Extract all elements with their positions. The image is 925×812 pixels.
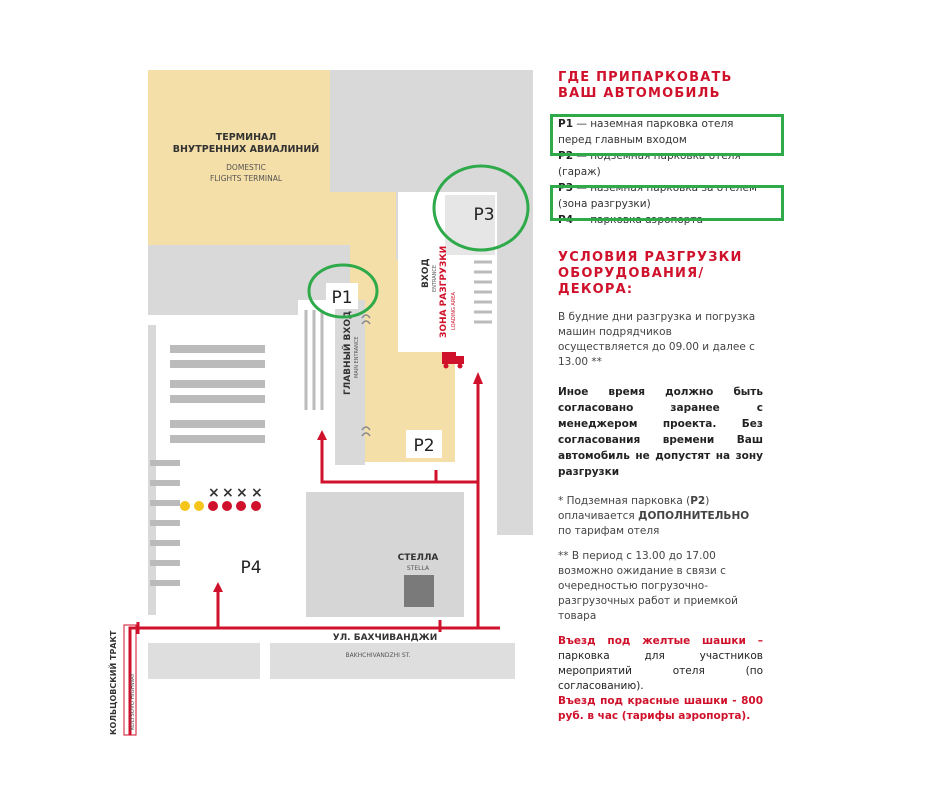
left-white-area xyxy=(148,325,298,615)
p3-stalls xyxy=(474,260,492,324)
stella-label-ru: СТЕЛЛА xyxy=(398,553,439,563)
stella-building xyxy=(306,492,464,617)
yellow-check xyxy=(180,501,190,511)
p1-highlight-circle xyxy=(307,263,379,319)
p4-marker-box xyxy=(234,552,268,578)
hotel-road xyxy=(335,300,365,465)
street-label-en: BAKHCHIVANDZHI ST. xyxy=(345,652,410,659)
unloading-hours: В будние дни разгрузка и погрузка машин … xyxy=(558,311,756,368)
main-entrance-label-en: MAIN ENTRANCE xyxy=(354,336,360,378)
car-route xyxy=(128,380,500,735)
truck-icon xyxy=(442,352,464,369)
highway-label-ru: КОЛЬЦОВСКИЙ ТРАКТ xyxy=(107,630,118,735)
entrance-icons xyxy=(361,314,371,437)
p1-marker: P1 xyxy=(331,288,352,308)
highway-label-en: KOLTSOVO HIGHWAY xyxy=(130,673,136,730)
entrance-label-en: ENTRANCE xyxy=(432,265,438,292)
p3-legend-highlight xyxy=(550,185,784,221)
yellow-check xyxy=(194,501,204,511)
red-checks-note: Въезд под красные шашки - 800 руб. в час… xyxy=(558,695,763,722)
red-check xyxy=(251,501,261,511)
p1-marker-box xyxy=(326,283,358,309)
terminal-building xyxy=(148,70,396,245)
p4-marker: P4 xyxy=(240,558,261,578)
x-mark: × xyxy=(208,485,220,501)
footnote-waiting: ** В период с 13.00 до 17.00 возможно ож… xyxy=(558,550,738,622)
p3-lot-inner xyxy=(445,195,495,255)
terminal-edge xyxy=(148,245,298,315)
p1-stalls xyxy=(304,310,324,410)
approval-note: Иное время должно быть согласовано заран… xyxy=(558,386,763,478)
right-strip xyxy=(497,70,533,535)
route-arrows xyxy=(213,372,483,592)
street-curb-right xyxy=(270,643,515,679)
red-check xyxy=(208,501,218,511)
red-check xyxy=(222,501,232,511)
red-check xyxy=(236,501,246,511)
terminal-label-en-1: DOMESTIC xyxy=(226,163,266,172)
p2-marker: P2 xyxy=(413,436,434,456)
x-mark: × xyxy=(251,485,263,501)
p1-legend-highlight xyxy=(550,114,784,156)
x-marks: × × × × xyxy=(208,485,263,501)
left-strip xyxy=(148,325,156,615)
street-label-ru: УЛ. БАХЧИВАНДЖИ xyxy=(333,633,437,643)
x-mark: × xyxy=(236,485,248,501)
terminal-label-ru-1: ТЕРМИНАЛ xyxy=(216,132,277,143)
p3-marker: P3 xyxy=(473,205,494,225)
yellow-checks-note: Въезд под желтые шашки – парковка для уч… xyxy=(558,635,763,692)
legend-p1: P1 — наземная парковка отеля перед главн… xyxy=(558,118,734,146)
heading-parking: ГДЕ ПРИПАРКОВАТЬ ВАШ АВТОМОБИЛЬ xyxy=(558,70,733,101)
parking-checks xyxy=(180,501,261,511)
street-curb-left xyxy=(148,643,260,679)
entrance-label-ru: ВХОД xyxy=(421,259,431,288)
stella-monument xyxy=(404,575,434,607)
p3-highlight-circle xyxy=(432,164,530,252)
x-mark: × xyxy=(222,485,234,501)
heading-unloading: УСЛОВИЯ РАЗГРУЗКИ ОБОРУДОВАНИЯ/ДЕКОРА: xyxy=(558,250,743,297)
p2-marker-box xyxy=(406,430,442,458)
footnote-garage: * Подземная парковка (P2) оплачивается Д… xyxy=(558,495,750,537)
stella-label-en: STELLA xyxy=(407,565,430,572)
loading-area-label-ru: ЗОНА РАЗГРУЗКИ xyxy=(439,246,449,338)
main-entrance-label-ru: ГЛАВНЫЙ ВХОД xyxy=(341,311,353,395)
info-panel: ГДЕ ПРИПАРКОВАТЬ ВАШ АВТОМОБИЛЬ P1 — наз… xyxy=(558,70,763,724)
loading-area-label-en: LOADING AREA xyxy=(451,292,457,330)
terminal-label-en-2: FLIGHTS TERMINAL xyxy=(210,174,283,183)
p4-stalls xyxy=(150,345,265,586)
terminal-label-ru-2: ВНУТРЕННИХ АВИАЛИНИЙ xyxy=(173,143,320,155)
